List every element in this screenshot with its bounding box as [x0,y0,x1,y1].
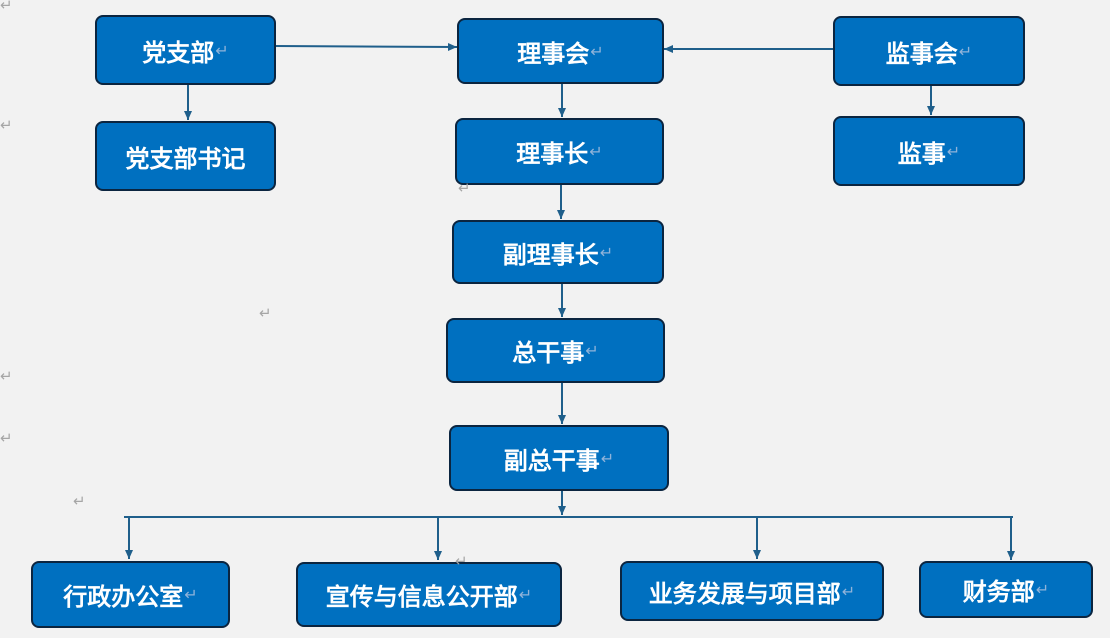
node-label: 监事 [897,139,946,168]
node-supervisory-board: 监事会↵ [833,16,1025,86]
node-label: 党支部 [142,38,215,67]
node-label: 副理事长 [502,240,599,269]
stray-paragraph-mark: ↵ [0,0,13,14]
node-party-branch: 党支部↵ [95,15,276,85]
stray-paragraph-mark: ↵ [455,552,468,570]
node-supervisor: 监事↵ [833,116,1025,186]
node-deputy-secretary-general: 副总干事↵ [449,425,669,491]
node-publicity-dept: 宣传与信息公开部↵ [296,562,562,627]
stray-paragraph-mark: ↵ [259,304,272,322]
node-council: 理事会↵ [457,18,664,84]
node-label: 总干事 [512,339,585,367]
paragraph-mark: ↵ [841,581,856,601]
node-finance-dept: 财务部↵ [919,561,1093,618]
stray-paragraph-mark: ↵ [73,492,86,510]
stray-paragraph-mark: ↵ [0,116,13,134]
paragraph-mark: ↵ [585,341,599,360]
node-label: 财务部 [962,578,1035,606]
paragraph-mark: ↵ [599,242,614,262]
paragraph-mark: ↵ [600,448,615,468]
node-label: 理事会 [517,39,590,68]
stray-paragraph-mark: ↵ [0,429,13,447]
node-label: 党支部书记 [125,144,246,173]
stray-paragraph-mark: ↵ [458,179,471,197]
node-party-secretary: 党支部书记 [95,121,276,191]
node-label: 业务发展与项目部 [648,579,841,608]
stray-paragraph-mark: ↵ [0,367,13,385]
paragraph-mark: ↵ [184,585,198,604]
edge-party-branch-to-council [274,42,458,51]
node-label: 宣传与信息公开部 [325,583,518,611]
paragraph-mark: ↵ [946,141,961,161]
paragraph-mark: ↵ [590,41,604,61]
paragraph-mark: ↵ [518,585,533,604]
paragraph-mark: ↵ [958,41,973,61]
node-label: 副总干事 [503,446,600,475]
node-admin-office: 行政办公室↵ [31,561,230,628]
node-label: 行政办公室 [63,583,184,611]
paragraph-mark: ↵ [215,40,229,60]
node-chairman: 理事长↵ [455,118,664,185]
node-business-dept: 业务发展与项目部↵ [620,561,884,621]
node-vice-chairman: 副理事长↵ [452,220,664,284]
node-label: 监事会 [885,39,958,68]
node-secretary-general: 总干事↵ [446,318,665,383]
paragraph-mark: ↵ [589,142,603,161]
paragraph-mark: ↵ [1035,580,1050,599]
node-label: 理事长 [516,140,589,168]
